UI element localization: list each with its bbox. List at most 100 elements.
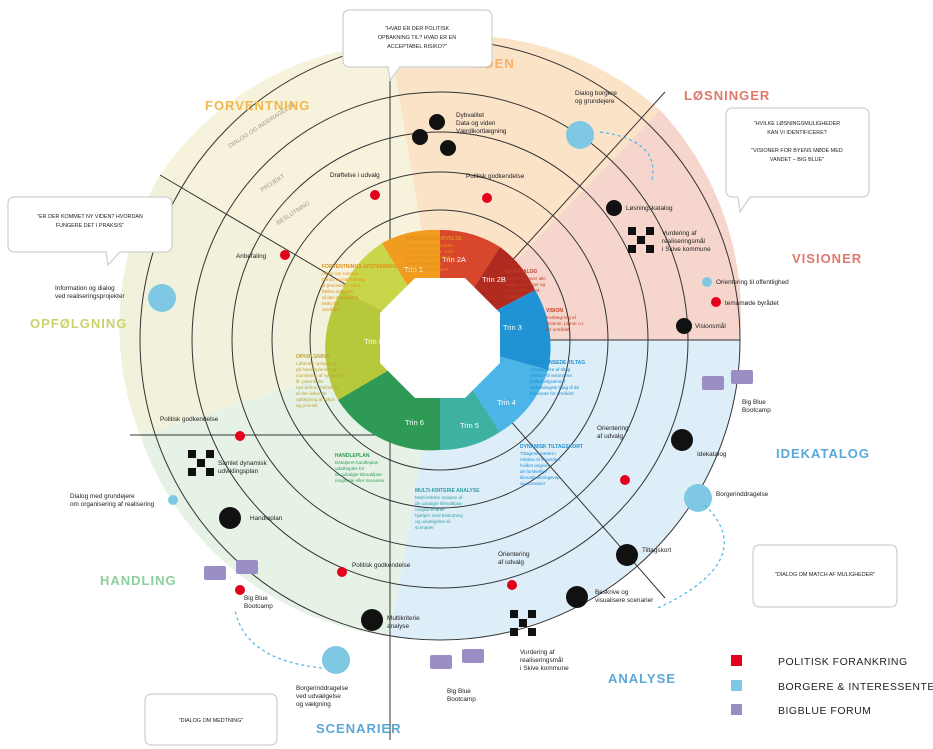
political-dot [280,250,290,260]
trin-2a-label: Trin 2A [442,255,466,264]
legend-swatch-political [731,655,742,666]
text-line: om organisering af realisering [70,501,155,508]
bubble-texts: "HVAD ER DER POLITISK OPBAKNING TIL? HVAD… [37,26,875,724]
document-icon [219,507,241,529]
text-line: Løbende opsamling [296,361,337,366]
text-line: i Skive kommune [662,246,711,253]
phase-opfolgning: OPFØLGNING [30,316,127,331]
text-line: i Skive kommune [520,665,569,672]
text-line: analyse [387,623,409,630]
text-line: relation til hinanden, [520,457,561,462]
trin-6-label: Trin 6 [405,418,424,427]
phase-forventning: FORVENTNING [205,98,310,113]
political-dot [337,567,347,577]
document-icon [566,586,588,608]
text-line: Beskrivelse af området [406,242,453,248]
megaphone-icon [148,284,176,312]
phase-labels: VIDEN LØSNINGER VISIONER IDEKATALOG ANAL… [30,56,869,736]
activity-anbefaling: Anbefaling [236,253,267,260]
text-line: Detaljeret handleplan [335,460,379,465]
activity-drofte: Drøftelse i udvalg [330,172,380,179]
system-heading: SYSTEMBESKRIVELSE [406,236,463,242]
bubble-top-text: "HVAD ER DER POLITISK OPBAKNING TIL? HVAD… [378,26,456,50]
text-line: visioner, planer o.l. [546,321,584,326]
document-icon [616,544,638,566]
arrow-top-right [599,131,654,181]
text-line: Tiltagene sættes i [520,451,556,456]
text-line: Bootcamp [447,696,476,703]
text-line: oversvømmelse i byg [406,255,450,260]
text-line: de forskellige [520,469,548,474]
document-icon [429,114,445,130]
text-line: Big Blue [244,595,268,602]
text-line: Borgerinddragelse [296,685,349,692]
document-icons [219,114,693,631]
handleplan-heading: HANDLEPLAN [335,453,370,459]
text-line: realiseringsmål [662,237,705,245]
text-line: VANDET – BIG BLUE" [770,157,824,163]
text-line: KAN VI IDENTIFICERE? [767,130,827,136]
text-line: af de berørte aktører [406,267,449,272]
text-line: Brainstorm over alle [505,276,546,281]
text-line: ift. potentielle [296,379,324,384]
bubble-left-text: "ER DER KOMMET NY VIDEN? HVORDANFUNGERE … [37,214,143,229]
text-line: Multikriterie [387,615,420,622]
activity-vaerdi: Værdikortlægning [456,128,507,135]
phase-visioner: VISIONER [792,251,862,266]
political-dot [507,580,517,590]
text-line: ningsscenarier [415,507,445,512]
inner-descriptions: FORVENTNINGS-AFSTEMNING Aftale om rammer… [296,236,585,530]
text-line: ACCEPTABEL RISIKO?" [387,44,447,50]
text-line: området [322,306,340,312]
document-icon [671,429,693,451]
document-icon [412,129,428,145]
text-line: Samlet dynamisk [218,460,267,467]
activity-tiltagskort: Tiltagskort [642,547,671,554]
text-line: scenarier [415,525,434,530]
bubble-top [342,9,493,82]
bubble-bottom-left [144,693,278,746]
dashed-arrows [234,131,725,669]
text-line: Aftale om rammer, [322,271,360,276]
activity-visionsmal: Visionsmål [695,322,726,330]
text-line: hjælper med beslutning [415,513,463,518]
political-dot [620,475,630,485]
text-line: "DIALOG OM MATCH AF MULIGHEDER" [775,572,875,578]
bubble-right [725,107,870,214]
network-icon [628,227,654,253]
megaphone-icon [684,484,712,512]
text-line: ved udvælgelse [296,693,341,700]
forventning-heading: FORVENTNINGS-AFSTEMNING [322,264,396,270]
text-line: opfølgning af fokus [296,397,336,402]
legend-label-citizens: BORGERE & INTERESSENTER [778,681,933,693]
text-line: "HVAD ER DER POLITISK [385,26,450,32]
text-line: Orientering [498,551,530,558]
text-line: de udvalgte klimatilpas- [335,472,383,477]
text-line: risiko for [322,301,340,306]
trin-0-label: Trin 0 [364,337,383,346]
text-line: udviklingsplan [218,468,259,475]
activity-labels: Dybvalitet Data og viden Værdikortlægnin… [55,90,789,708]
megaphone-icon [322,646,350,674]
text-line: og udfordringerne med [406,249,453,254]
political-dot [235,585,245,595]
text-line: af den acceptable [322,295,359,300]
phase-analyse: ANALYSE [608,671,676,686]
text-line: OPBAKNING TIL? HVAD ER EN [378,35,456,41]
center-hole [380,278,500,398]
text-line: mulige løsninger og [505,282,546,287]
text-line: relation til visionerne, [530,373,573,378]
multi-heading: MULTI-KRITERIE ANALYSE [415,488,480,494]
